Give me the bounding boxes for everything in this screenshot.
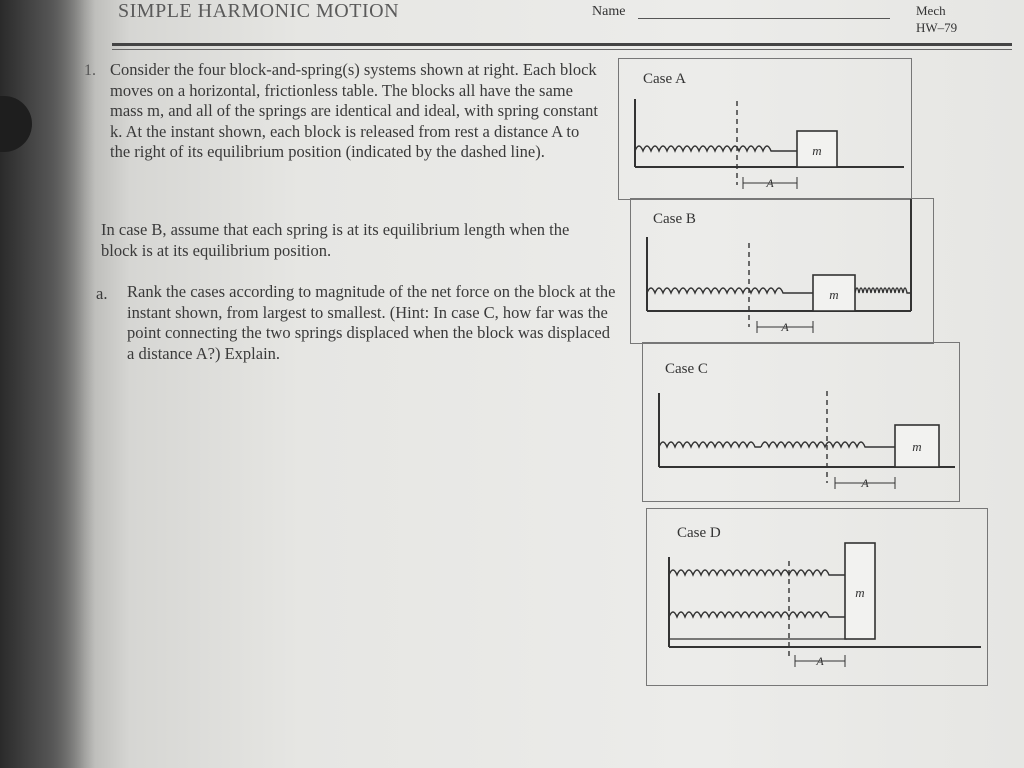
name-label: Name <box>592 4 626 19</box>
case-c-diagram: m A <box>658 391 955 490</box>
case-b-mass-label: m <box>829 287 838 302</box>
question-intro: Consider the four block-and-spring(s) sy… <box>110 60 599 161</box>
case-a-diagram: m A <box>634 99 904 190</box>
case-a-label: Case A <box>643 71 686 87</box>
case-d-diagram: m A <box>668 542 981 668</box>
case-a-figure: Case A m A <box>618 58 912 200</box>
case-b-figure: Case B m A <box>630 198 934 344</box>
case-d-figure: Case D m A <box>646 508 988 686</box>
case-d-displacement-label: A <box>815 654 824 668</box>
case-d-label: Case D <box>677 525 721 541</box>
case-a-displacement-label: A <box>765 176 774 190</box>
case-a-mass-label: m <box>812 143 821 158</box>
part-a-label: a. <box>96 284 108 303</box>
case-b-note: In case B, assume that each spring is at… <box>101 220 570 260</box>
case-b-displacement-label: A <box>780 320 789 334</box>
case-b-label: Case B <box>653 211 696 227</box>
header-rule-thin <box>112 49 1012 50</box>
course-label: Mech <box>916 3 946 18</box>
homework-code: HW–79 <box>916 20 958 35</box>
name-field-line <box>638 18 890 19</box>
header-rule <box>112 43 1012 46</box>
page-title: SIMPLE HARMONIC MOTION <box>118 0 400 22</box>
case-d-mass-label: m <box>855 585 864 600</box>
part-a-text: Rank the cases according to magnitude of… <box>127 282 616 363</box>
case-c-mass-label: m <box>912 439 921 454</box>
case-c-figure: Case C m A <box>642 342 960 502</box>
case-c-displacement-label: A <box>860 476 869 490</box>
case-b-diagram: m A <box>646 199 912 334</box>
question-number: 1. <box>84 62 96 79</box>
case-c-label: Case C <box>665 361 708 377</box>
course-code: Mech HW–79 <box>916 2 957 36</box>
